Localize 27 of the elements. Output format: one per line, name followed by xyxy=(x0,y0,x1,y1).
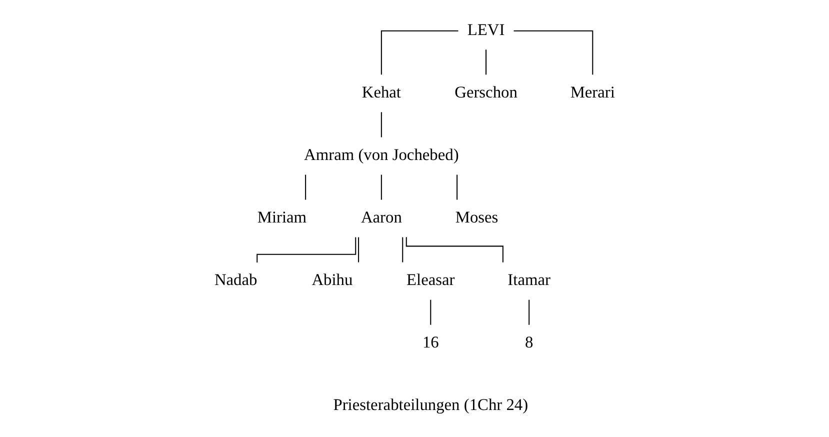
connector xyxy=(456,174,458,200)
connector xyxy=(406,237,504,262)
node-text: 8 xyxy=(524,332,534,352)
node-text: Eleasar xyxy=(406,270,455,289)
connector xyxy=(528,300,530,325)
connector xyxy=(380,174,382,200)
node-text: Kehat xyxy=(362,82,402,102)
node-text: Gerschon xyxy=(454,82,518,102)
connector xyxy=(358,237,360,262)
connector xyxy=(380,30,458,75)
node-text: Abihu xyxy=(312,270,353,289)
node-text: Itamar xyxy=(508,270,550,289)
node-text: Amram (von Jochebed) xyxy=(304,144,459,164)
node-text: Miriam xyxy=(257,207,307,226)
connector xyxy=(514,30,594,75)
node-text: Merari xyxy=(570,82,615,102)
node-text: Moses xyxy=(455,207,498,226)
connector xyxy=(430,300,432,325)
connector xyxy=(305,174,306,200)
node-text: Nadab xyxy=(214,270,258,289)
node-text: LEVI xyxy=(467,20,505,39)
node-text: Aaron xyxy=(360,207,402,226)
node-text: 16 xyxy=(422,332,439,352)
label: Priesterabteilungen (1Chr 24) xyxy=(333,395,528,414)
connector xyxy=(486,50,487,75)
connector xyxy=(380,112,382,138)
connector xyxy=(402,237,404,262)
